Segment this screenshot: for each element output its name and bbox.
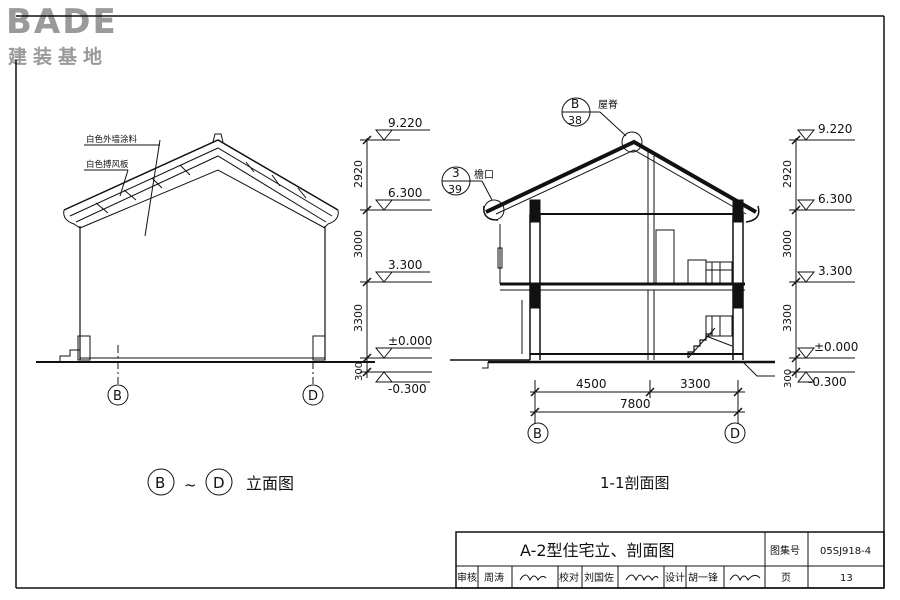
check-label: 校对 [559,571,579,584]
elevation-title-axis-d: D [213,474,225,492]
atlas-label: 图集号 [770,544,800,557]
section-eave-label: 檐口 [474,168,494,181]
logo-subtitle: 建装基地 [8,46,109,68]
atlas-number: 05SJ918-4 [820,546,871,557]
logo-wordmark: BADE [6,2,118,42]
drawing-title: A-2型住宅立、剖面图 [520,541,675,560]
reviewer-signature [519,574,547,582]
review-name: 周涛 [484,571,504,584]
section-drawing [441,97,855,444]
elevation-note-paint: 白色外墙涂料 [86,134,138,145]
elevation-level-top: 9.220 [388,116,422,130]
elevation-axis-d-label: D [308,389,318,404]
section-axis-d-label: D [730,427,740,442]
elevation-title-axis-b: B [155,474,165,492]
designer-signature [729,574,761,582]
section-span-total: 7800 [620,397,651,411]
elevation-dim-2920: 2920 [352,160,365,188]
section-ridge-ref-den: 38 [568,114,582,127]
section-eave-ref-den: 39 [448,183,462,196]
page-label: 页 [781,572,791,584]
review-label: 审核 [457,571,477,584]
section-level-outdoor: -0.300 [808,375,847,389]
elevation-title: B ~ D 立面图 [147,468,294,496]
elevation-drawing [36,129,432,406]
section-span-right: 3300 [680,377,711,391]
section-level-eave: 6.300 [818,192,852,206]
sheet-frame [15,15,885,589]
elevation-level-outdoor: -0.300 [388,382,427,396]
section-axis-b-label: B [533,427,542,442]
section-ridge-ref-num: B [571,97,579,111]
section-dim-3300: 3300 [781,304,794,332]
section-eave-ref-num: 3 [452,166,460,180]
page-number: 13 [840,573,853,584]
elevation-dim-300: 300 [354,362,365,381]
section-level-ground: ±0.000 [814,340,858,354]
elevation-title-text: 立面图 [246,474,294,493]
elevation-title-tilde: ~ [184,476,197,494]
design-label: 设计 [665,571,685,584]
section-dim-2920: 2920 [781,160,794,188]
elevation-level-ground: ±0.000 [388,334,432,348]
elevation-level-eave: 6.300 [388,186,422,200]
section-level-top: 9.220 [818,122,852,136]
section-title: 1-1剖面图 [600,474,670,492]
elevation-dim-3300: 3300 [352,304,365,332]
check-name: 刘国佐 [584,572,614,584]
section-ridge-label: 屋脊 [598,98,618,111]
section-span-left: 4500 [576,377,607,391]
section-dim-3000: 3000 [781,230,794,258]
elevation-note-board: 白色搏风板 [86,159,129,170]
section-level-floor2: 3.300 [818,264,852,278]
elevation-axis-b-label: B [113,389,122,404]
design-name: 胡一锋 [688,571,718,584]
section-dim-300: 300 [783,369,794,388]
title-block [455,531,885,589]
checker-signature [625,574,659,582]
elevation-dim-3000: 3000 [352,230,365,258]
elevation-level-floor2: 3.300 [388,258,422,272]
